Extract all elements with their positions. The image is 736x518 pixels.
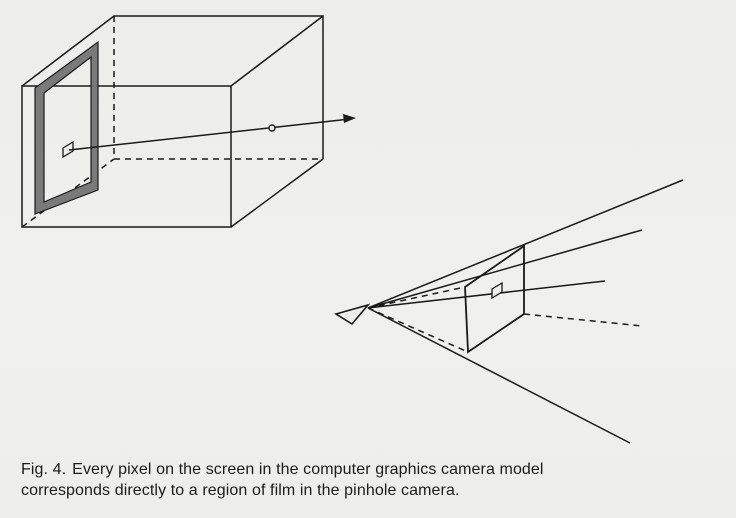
caption-line-2: corresponds directly to a region of film…	[21, 482, 460, 499]
screen-plane-hidden-line	[523, 313, 643, 327]
figure-caption: Fig. 4. Every pixel on the screen in the …	[21, 459, 721, 501]
cube-front-face	[21, 85, 232, 228]
cube-back-face	[21, 15, 324, 159]
screen-plane	[464, 244, 525, 354]
screen-pixel-ray-lower	[367, 280, 606, 309]
film-region	[34, 40, 99, 215]
film-pixel-region	[62, 140, 74, 159]
eye-icon	[334, 303, 371, 326]
ray-arrowhead	[343, 114, 356, 123]
cube-top-right-edge	[230, 15, 324, 87]
screen-pixel	[491, 281, 503, 300]
screen-pixel-ray-upper	[367, 229, 643, 309]
camera-model-figure	[21, 15, 684, 444]
view-frustum-lower-line	[367, 307, 631, 444]
frustum-hidden-upper-line	[367, 286, 466, 309]
figure-label: Fig. 4.	[21, 461, 67, 478]
view-frustum-upper-line	[367, 179, 684, 309]
cube-bottom-right-edge	[230, 158, 324, 228]
pinhole	[268, 124, 276, 132]
light-ray	[68, 118, 351, 151]
frustum-hidden-lower-line	[367, 307, 469, 353]
pinhole-camera-box	[21, 15, 324, 228]
graphics-camera-model	[334, 179, 684, 444]
caption-line-1: Fig. 4. Every pixel on the screen in the …	[21, 459, 721, 480]
caption-text-1: Every pixel on the screen in the compute…	[72, 461, 544, 478]
film-frame	[34, 40, 99, 215]
